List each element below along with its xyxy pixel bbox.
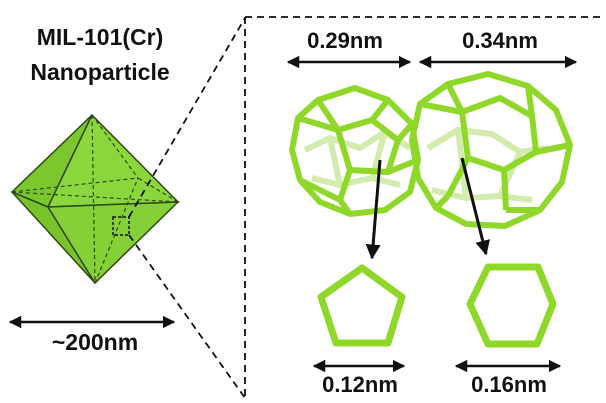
particle-title-line2: Nanoparticle <box>30 59 169 85</box>
octahedron-hidden-edges <box>11 114 179 284</box>
particle-size-label: ~200nm <box>52 329 138 355</box>
hexagon-window <box>466 263 557 348</box>
zoom-guide-lines <box>128 17 246 399</box>
pentagon-label: 0.12nm <box>322 372 398 397</box>
large-cage-front-edges <box>409 71 573 229</box>
small-cage-front-edges <box>289 85 421 217</box>
pentagon-window <box>317 264 406 347</box>
pentagon-pointer-arrow <box>365 159 382 260</box>
hexagon-label: 0.16nm <box>471 372 547 397</box>
large-cage-label: 0.34nm <box>462 28 538 53</box>
hexagon-pointer-arrow <box>460 157 491 256</box>
octahedron-face-bottom-right <box>46 201 180 285</box>
zoom-frame <box>244 16 604 400</box>
small-cage-label: 0.29nm <box>307 28 383 53</box>
octahedron-crystal <box>10 113 180 285</box>
particle-title-line1: MIL-101(Cr) <box>37 24 164 50</box>
zoom-region-box <box>112 216 130 236</box>
